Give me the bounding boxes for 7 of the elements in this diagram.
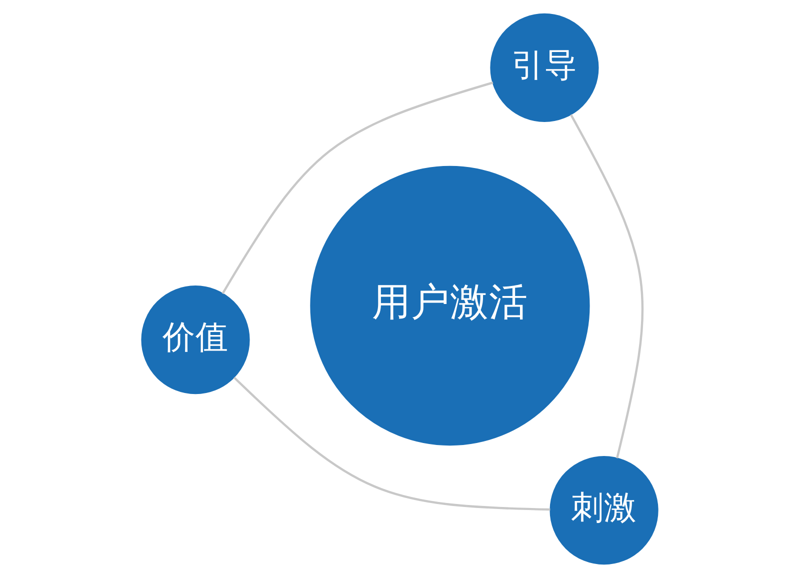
connector bbox=[222, 82, 494, 294]
connector bbox=[570, 114, 644, 458]
connector bbox=[233, 376, 550, 511]
node-circle: 用户激活 bbox=[310, 166, 590, 446]
node-circle: 引导 bbox=[490, 13, 599, 122]
node-circle: 刺激 bbox=[550, 456, 658, 565]
node-circle: 价值 bbox=[141, 286, 250, 394]
